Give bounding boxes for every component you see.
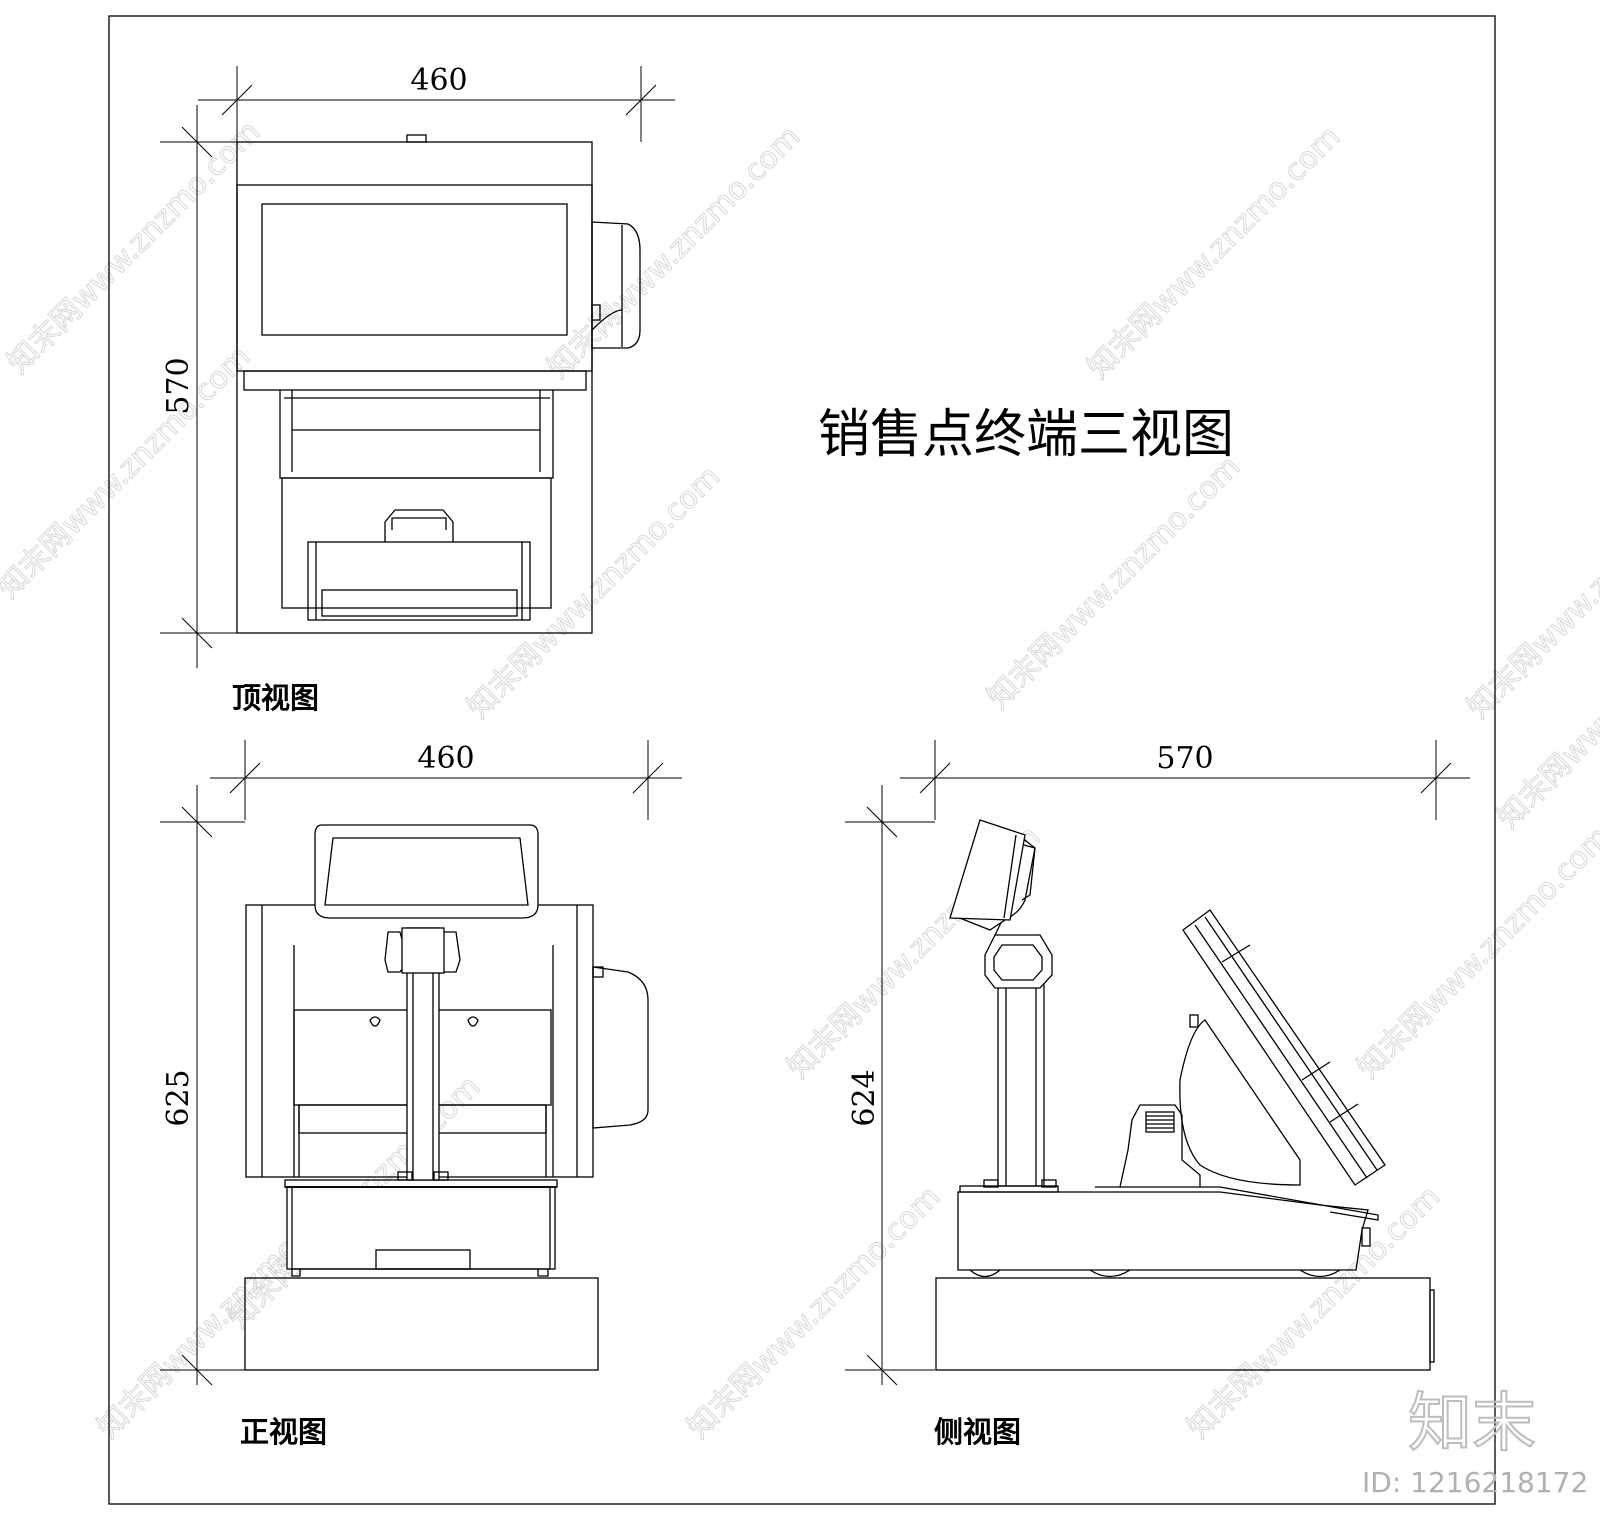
front-view-drawer <box>286 1186 556 1270</box>
watermark-text: 知末网www.znzmo.com <box>981 449 1247 715</box>
side-view-width-text: 570 <box>1156 741 1213 776</box>
top-view-upper-panel <box>236 184 593 372</box>
front-view-card-reader <box>592 966 649 1129</box>
top-view-height-text: 570 <box>161 357 196 414</box>
watermark-text: 知末网www.znzmo.com <box>681 1179 947 1445</box>
top-view-display <box>261 203 568 336</box>
side-view-width-dimension: 570 <box>900 740 1470 820</box>
top-view-height-dimension: 570 <box>160 105 240 668</box>
top-view-printer <box>307 541 531 621</box>
image-id-text: ID: 1216218172 <box>1362 1466 1588 1499</box>
watermark-text: 知末网www.znzmo.com <box>1 114 267 380</box>
side-view-drawer <box>957 1191 1369 1271</box>
watermark-text: 知末网www.znzmo.com <box>1461 459 1600 725</box>
front-view-height-dimension: 625 <box>160 785 245 1386</box>
front-view-height-text: 625 <box>161 1069 196 1126</box>
watermark-text: 知末网www.znzmo.com <box>0 339 257 605</box>
front-view-customer-display <box>314 824 539 919</box>
top-view-drawer <box>279 390 554 479</box>
side-view-main-display <box>1182 909 1386 1186</box>
watermark-text: 知末网www.znzmo.com <box>461 459 727 725</box>
front-view-width-dimension: 460 <box>210 740 682 820</box>
front-view-drawer-handle <box>375 1249 471 1270</box>
side-view-pole <box>997 979 1045 1187</box>
top-view-width-dimension: 460 <box>198 63 675 142</box>
top-view-label: 顶视图 <box>232 681 319 715</box>
side-view: 570 624 <box>845 740 1470 1449</box>
top-view-outline <box>236 141 593 634</box>
drawing-title: 销售点终端三视图 <box>818 405 1234 465</box>
top-view-card-reader <box>591 221 641 349</box>
front-view-label: 正视图 <box>240 1415 327 1449</box>
front-view-width-text: 460 <box>417 741 474 776</box>
brand-watermark: 知末 <box>1408 1387 1536 1461</box>
watermark-text: 知末网www.znzmo.com <box>1081 119 1347 385</box>
front-view-base <box>244 1277 599 1371</box>
side-view-display-stand <box>1179 1019 1301 1186</box>
top-view-width-text: 460 <box>410 63 467 98</box>
drawing-frame <box>108 15 1496 1505</box>
front-view: 460 625 <box>160 740 682 1449</box>
watermark-text: 知末网www.znzmo.com <box>1351 819 1600 1085</box>
watermark-text: 知末网www.znzmo.com <box>541 119 807 385</box>
side-view-label: 侧视图 <box>934 1415 1021 1449</box>
top-view: 460 570 顶视 <box>160 63 675 715</box>
side-view-height-text: 624 <box>847 1069 882 1126</box>
side-view-height-dimension: 624 <box>845 785 935 1386</box>
